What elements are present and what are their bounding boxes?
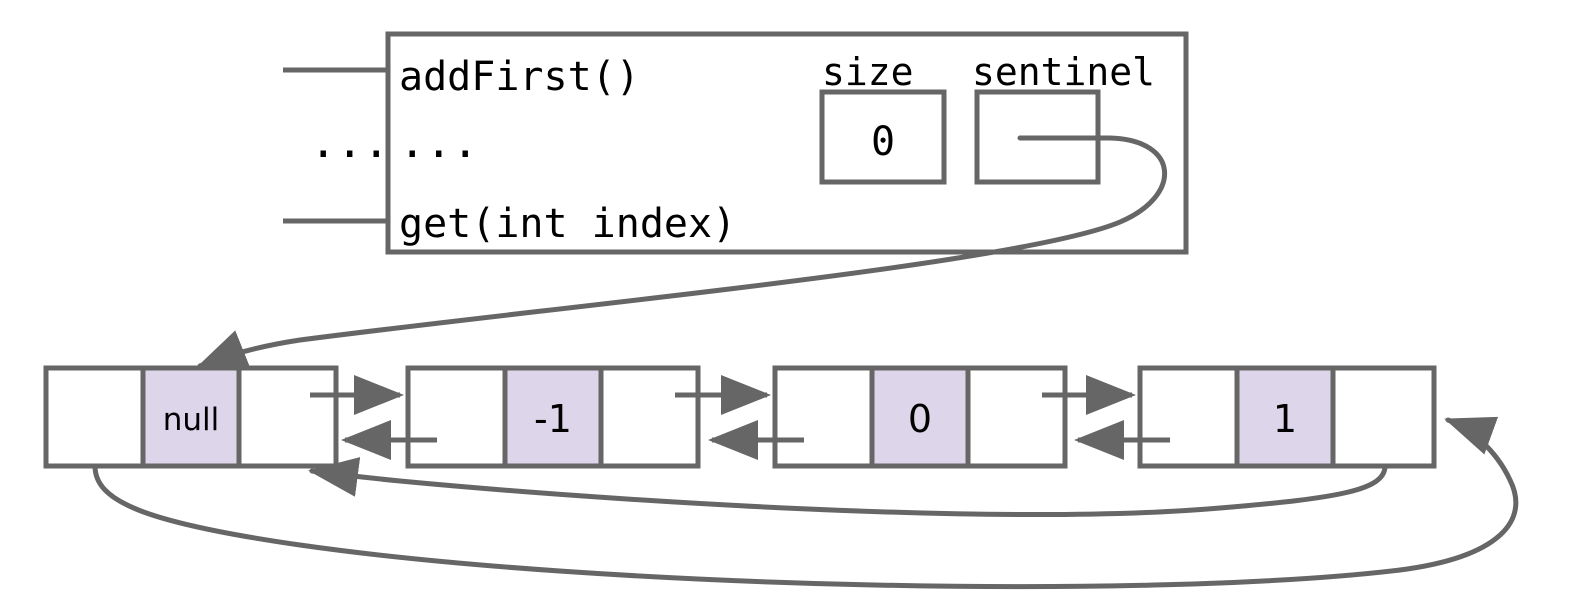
field-label-size: size: [822, 50, 914, 94]
node-0-prev-cell: [43, 365, 146, 469]
node-0-value-label: null: [163, 402, 220, 438]
node-3: 1: [1137, 365, 1437, 469]
node-1-prev-cell: [405, 365, 508, 469]
node-sentinel: null: [43, 365, 339, 469]
node-1-value-cell: [502, 365, 604, 469]
node-1-value-label: -1: [534, 397, 572, 441]
sentinel-pointer-curve: [196, 135, 1167, 369]
node-1: -1: [405, 365, 701, 469]
node-3-prev-cell: [1137, 365, 1240, 469]
method-label-ellipsis: ...: [399, 117, 478, 168]
node-3-value-label: 1: [1273, 397, 1297, 441]
field-label-sentinel: sentinel: [972, 50, 1155, 94]
node-2-next-cell: [965, 365, 1068, 469]
left-ellipsis-label: ...: [310, 117, 389, 168]
node-2: 0: [772, 365, 1068, 469]
node-3-next-cell: [1330, 365, 1437, 469]
node-2-prev-cell: [772, 365, 875, 469]
node-2-value-label: 0: [908, 397, 932, 441]
method-label-get: get(int index): [399, 201, 736, 247]
node-2-value-cell: [869, 365, 971, 469]
node-0-value-cell: [140, 365, 242, 469]
node-0-next-cell: [236, 365, 339, 469]
node-1-next-cell: [598, 365, 701, 469]
field-value-size: 0: [871, 119, 895, 165]
next-wrap-pointer-3-to-0: [308, 457, 1388, 517]
method-label-addfirst: addFirst(): [399, 54, 640, 100]
prev-wrap-pointer-0-to-3: [92, 416, 1519, 590]
field-box-size: [819, 89, 947, 185]
